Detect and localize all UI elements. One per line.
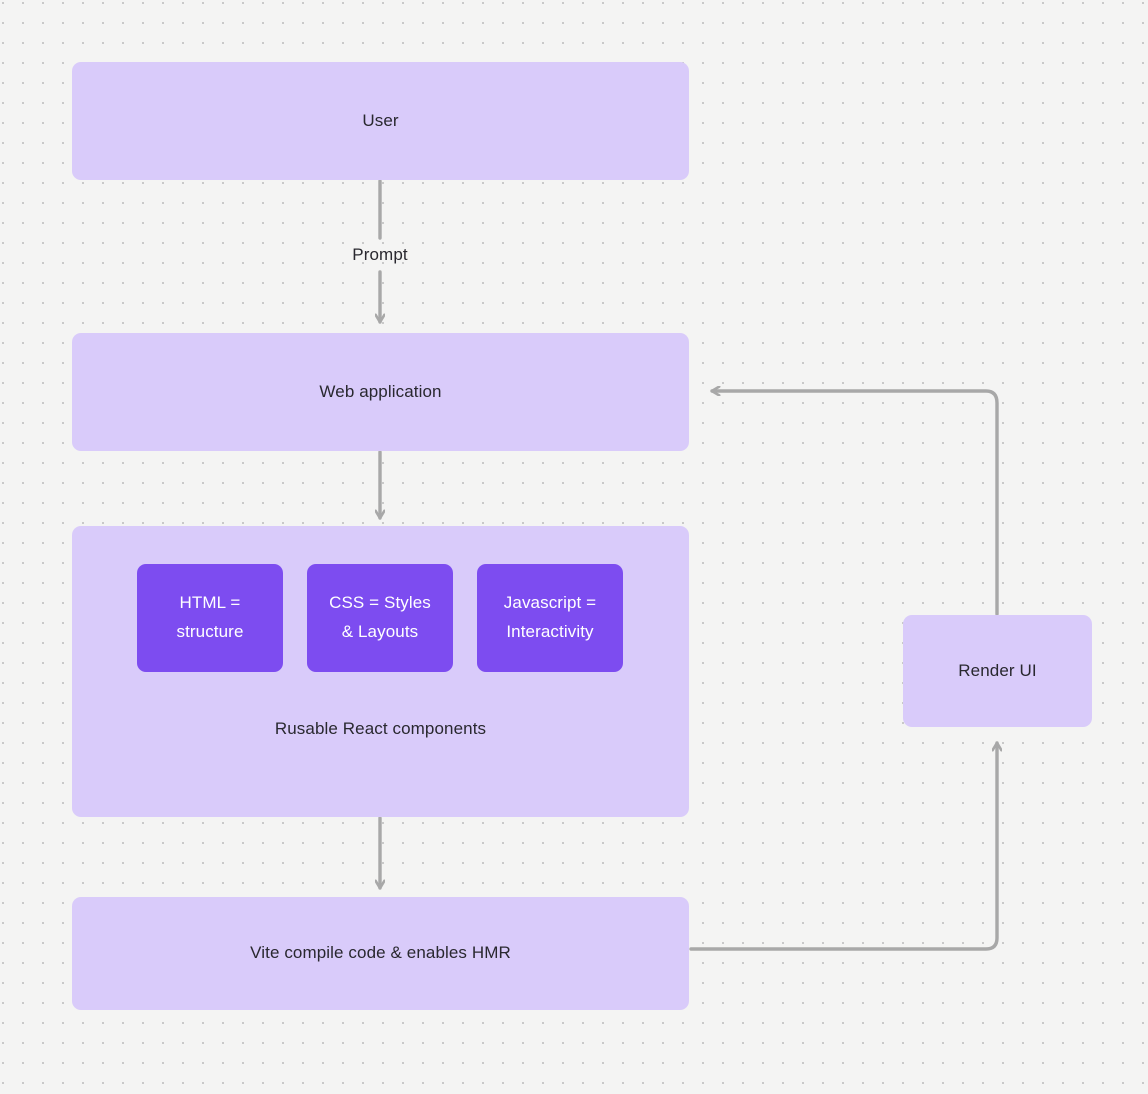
chip-css[interactable]: CSS = Styles & Layouts <box>307 564 453 672</box>
chip-javascript[interactable]: Javascript = Interactivity <box>477 564 623 672</box>
chip-html[interactable]: HTML = structure <box>137 564 283 672</box>
node-user-label: User <box>362 110 399 130</box>
edge-vite-to-render-ui <box>689 741 997 951</box>
edge-label-prompt: Prompt <box>352 245 408 264</box>
components-group-caption: Rusable React components <box>274 719 487 738</box>
chip-html-label: HTML = structure <box>176 593 244 641</box>
node-vite[interactable]: Vite compile code & enables HMR <box>72 897 689 1010</box>
node-web-application-label: Web application <box>319 381 442 401</box>
chip-javascript-label: Javascript = Interactivity <box>503 593 597 641</box>
node-render-ui[interactable]: Render UI <box>903 615 1092 727</box>
edge-render-ui-to-web <box>710 391 999 616</box>
chip-css-label: CSS = Styles & Layouts <box>329 593 431 641</box>
node-user[interactable]: User <box>72 62 689 180</box>
node-render-ui-label: Render UI <box>958 660 1037 680</box>
node-vite-label: Vite compile code & enables HMR <box>250 943 511 963</box>
node-web-application[interactable]: Web application <box>72 333 689 451</box>
